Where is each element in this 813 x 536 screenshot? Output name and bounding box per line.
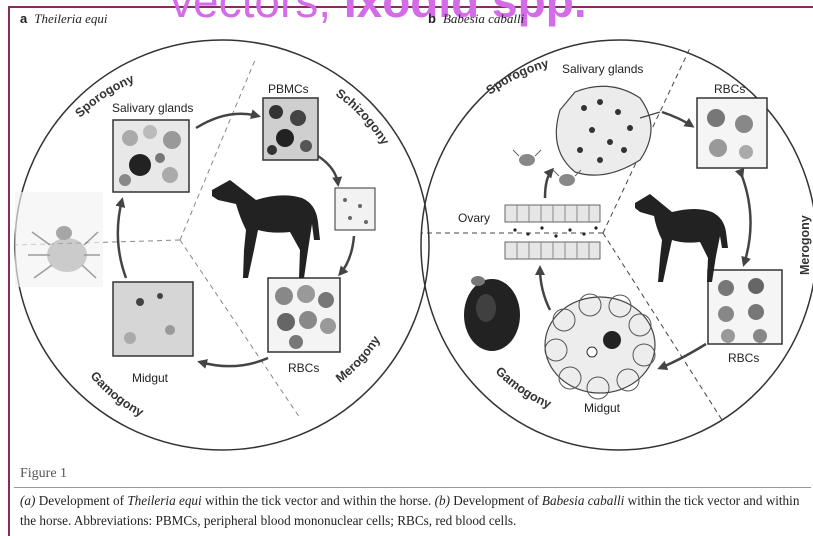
label-b-gamogony: Gamogony	[493, 364, 553, 411]
caption-divider	[14, 487, 811, 488]
label-b-rbcs-top: RBCs	[714, 82, 745, 96]
arrow-rbcs-to-midgut	[660, 344, 706, 368]
arrow-midgut-to-salivary	[118, 200, 126, 278]
salivary-gland-illustration	[556, 86, 660, 175]
label-a-salivary-glands: Salivary glands	[112, 101, 193, 115]
rbcs-top-image	[697, 98, 767, 168]
ovary-illustration	[505, 205, 600, 259]
arrow-gland-to-rbcs	[662, 112, 692, 126]
panel-a: Salivary glands PBMCs RBCs Midgut Sporog…	[15, 40, 429, 450]
arrow-salivary-to-pbmcs	[196, 114, 258, 128]
arrow-ovary-to-larvae	[545, 170, 552, 198]
rbcs-bottom-image	[708, 270, 782, 344]
rbcs-image	[268, 278, 340, 352]
label-a-rbcs: RBCs	[288, 361, 319, 375]
arrow-rbcs-to-midgut	[200, 358, 268, 366]
salivary-glands-image	[113, 120, 189, 192]
label-b-sporogony: Sporogony	[484, 56, 551, 97]
label-b-rbcs-bottom: RBCs	[728, 351, 759, 365]
label-b-salivary-glands: Salivary glands	[562, 62, 643, 76]
arrow-pbmcs-to-schizont	[318, 156, 338, 184]
panel-b: Salivary glands RBCs RBCs Ovary Midgut S…	[421, 40, 813, 450]
label-b-merogony: Merogony	[798, 215, 812, 275]
label-a-midgut: Midgut	[132, 371, 169, 385]
horse-silhouette-a	[212, 180, 320, 278]
label-b-midgut: Midgut	[584, 401, 621, 415]
figure-caption: (a) Development of Theileria equi within…	[20, 491, 810, 531]
label-b-ovary: Ovary	[458, 211, 490, 225]
midgut-image	[113, 282, 193, 356]
arrow-midgut-to-ovary	[540, 268, 550, 310]
figure-label: Figure 1	[20, 466, 67, 482]
arrow-merogony-cycle	[742, 176, 751, 264]
midgut-cells-illustration	[545, 294, 655, 399]
tick-illustration-a	[15, 192, 103, 287]
horse-silhouette-b	[635, 194, 728, 282]
schizont-image	[335, 188, 375, 230]
arrow-schizont-to-rbcs	[340, 236, 354, 274]
label-a-pbmcs: PBMCs	[268, 82, 309, 96]
engorged-tick-illustration	[464, 276, 520, 351]
pbmcs-image	[263, 98, 318, 160]
